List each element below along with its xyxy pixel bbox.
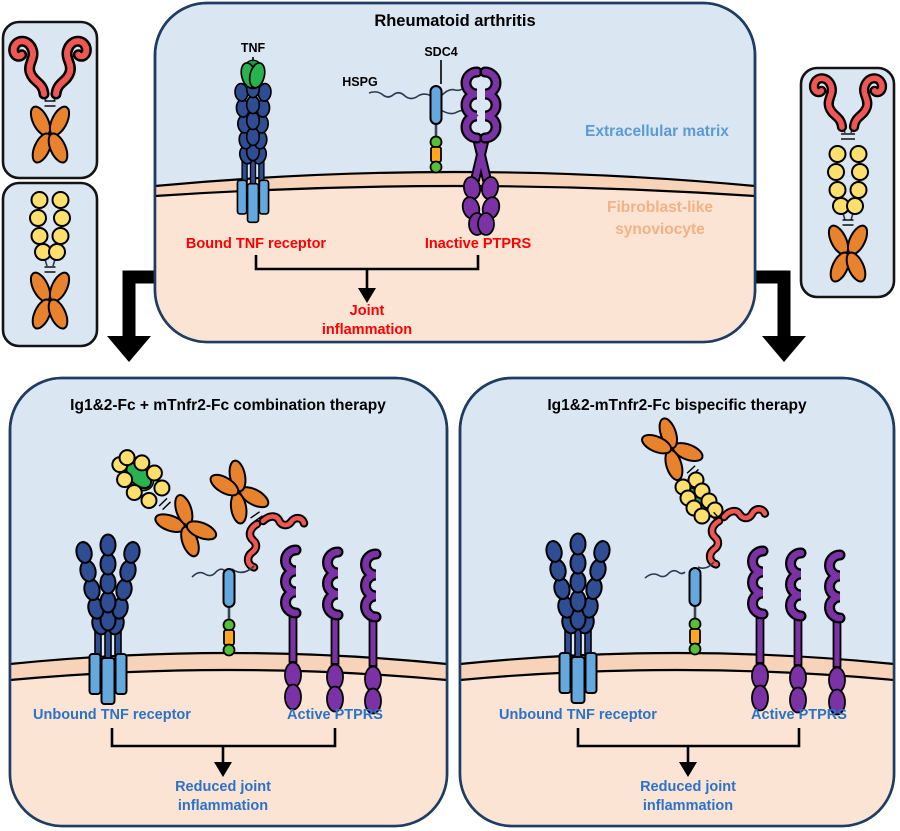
membrane-band	[155, 172, 755, 196]
bound-tnf-receptor	[234, 60, 271, 222]
active-ptprs-label: Active PTPRS	[287, 707, 383, 723]
legend-box-mtnfr2-fc	[1, 20, 99, 180]
combination-therapy-panel: Ig1&2-Fc + mTnfr2-Fc combination therapy…	[8, 376, 449, 828]
reduced-inflammation-line1: Reduced joint	[175, 779, 271, 795]
outcome-bracket	[110, 728, 337, 777]
cytoplasm-region	[460, 670, 894, 826]
hspg-chain	[644, 569, 686, 579]
cytoplasm-region	[155, 186, 755, 342]
ig12-fc-tnf-complex	[111, 449, 226, 566]
sdc4-label: SDC4	[424, 45, 457, 59]
reduced-inflammation-line2: inflammation	[178, 798, 268, 814]
legend-box-ig12-fc	[1, 181, 99, 348]
joint-inflammation-line2: inflammation	[322, 322, 412, 338]
cell-label-line1: Fibroblast-like	[607, 199, 713, 216]
outcome-bracket	[576, 728, 801, 777]
legend-box-bispecific	[799, 66, 896, 299]
reduced-inflammation-line1: Reduced joint	[640, 779, 736, 795]
outcome-bracket	[254, 255, 480, 303]
hspg-label: HSPG	[342, 75, 377, 89]
arrow-to-left-panel	[107, 270, 155, 362]
bispecific-tnf-complex	[632, 409, 765, 569]
bound-receptor-label: Bound TNF receptor	[186, 236, 327, 252]
bispecific-molecule	[812, 76, 884, 286]
bispecific-therapy-panel: Ig1&2-mTnfr2-Fc bispecific therapy Unbou…	[458, 376, 896, 828]
mtnfr2-fc-molecule	[11, 39, 88, 167]
active-ptprs-label: Active PTPRS	[751, 707, 847, 723]
mtnfr2-fc-complex	[201, 452, 304, 574]
cell-label-line2: synoviocyte	[615, 221, 705, 238]
top-panel: Rheumatoid arthritis TNF SDC4 HSPG Extra…	[153, 1, 757, 344]
joint-inflammation-line1: Joint	[350, 303, 385, 319]
right-panel-title: Ig1&2-mTnfr2-Fc bispecific therapy	[547, 397, 807, 414]
ecm-label: Extracellular matrix	[585, 123, 729, 140]
unbound-receptor-label: Unbound TNF receptor	[499, 707, 657, 723]
top-panel-title: Rheumatoid arthritis	[374, 12, 535, 30]
reduced-inflammation-line2: inflammation	[643, 798, 733, 814]
left-panel-title: Ig1&2-Fc + mTnfr2-Fc combination therapy	[70, 397, 386, 414]
unbound-receptor-label: Unbound TNF receptor	[33, 707, 191, 723]
arrow-to-right-panel	[755, 270, 806, 362]
inactive-ptprs-label: Inactive PTPRS	[425, 236, 532, 252]
hspg-chain	[368, 91, 437, 100]
tnf-label: TNF	[241, 41, 266, 55]
